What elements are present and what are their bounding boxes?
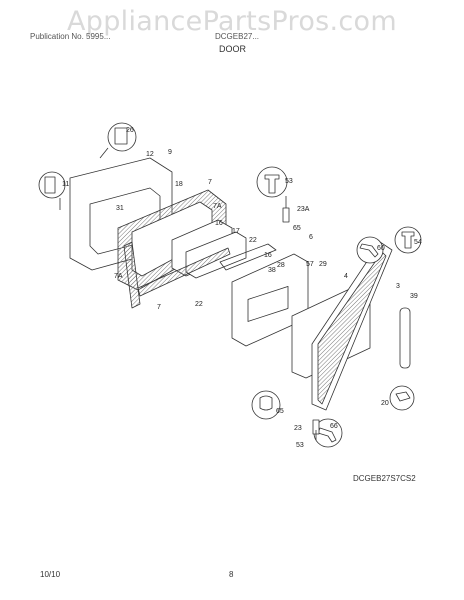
bracket-icon — [114, 127, 128, 145]
footer-page-number: 8 — [229, 570, 234, 579]
callout-53-top: 53 — [285, 178, 293, 185]
callout-11: 11 — [62, 181, 69, 188]
clip-icon — [44, 176, 56, 194]
plug-icon — [259, 395, 273, 411]
callout-7-bottom: 7 — [157, 304, 161, 311]
screw-icon-54 — [401, 231, 415, 249]
callout-7A-left: 7A — [114, 273, 123, 280]
callout-54: 54 — [414, 239, 422, 246]
callout-18: 18 — [175, 181, 183, 188]
callout-65-top: 65 — [293, 225, 301, 232]
callout-38: 38 — [268, 267, 276, 274]
callout-53-bottom: 53 — [296, 442, 304, 449]
callout-17: 17 — [232, 228, 240, 235]
callout-23: 23 — [294, 425, 302, 432]
liner-window — [247, 286, 289, 322]
callout-3: 3 — [396, 283, 400, 290]
callout-7-top: 7 — [208, 179, 212, 186]
hinge-icon — [282, 207, 290, 223]
gasket-strip-left — [123, 241, 141, 309]
callout-22-bottom: 22 — [195, 301, 203, 308]
callout-31: 31 — [116, 205, 124, 212]
callout-23A: 23A — [297, 206, 310, 213]
window-frame — [219, 243, 277, 271]
watermark: AppliancePartsPros.com — [67, 6, 397, 37]
clip-icon-20 — [395, 391, 411, 402]
callout-labels: 26 12 9 11 18 31 7 7A 16 17 22 7A 7 16 3… — [62, 127, 422, 449]
screw-icon-60 — [359, 243, 379, 258]
callout-65-bottom: 65 — [276, 408, 284, 415]
callout-66: 66 — [330, 423, 338, 430]
diagram-code: DCGEB27S7CS2 — [353, 474, 416, 483]
callout-20: 20 — [381, 400, 389, 407]
callout-16-top: 16 — [215, 220, 223, 227]
outer-door-frame-inner — [317, 251, 387, 405]
section-title: DOOR — [219, 44, 246, 54]
footer-date: 10/10 — [40, 570, 61, 579]
callout-28: 28 — [277, 262, 285, 269]
callout-16-mid: 16 — [264, 252, 272, 259]
door-handle — [399, 307, 411, 369]
callout-29: 29 — [319, 261, 327, 268]
callout-26: 26 — [126, 127, 134, 134]
callout-57: 57 — [306, 261, 314, 268]
callout-39: 39 — [410, 293, 418, 300]
screw-icon — [264, 174, 280, 194]
callout-12: 12 — [146, 151, 154, 158]
gasket-strip-bottom — [137, 247, 231, 297]
model-header: DCGEB27... — [215, 32, 260, 41]
publication-header: Publication No. 5995... — [30, 32, 111, 41]
callout-6: 6 — [309, 234, 313, 241]
callout-4: 4 — [344, 273, 348, 280]
callout-60: 60 — [377, 245, 385, 252]
callout-22-top: 22 — [249, 237, 257, 244]
callout-7A-top: 7A — [213, 203, 222, 210]
callout-9: 9 — [168, 149, 172, 156]
